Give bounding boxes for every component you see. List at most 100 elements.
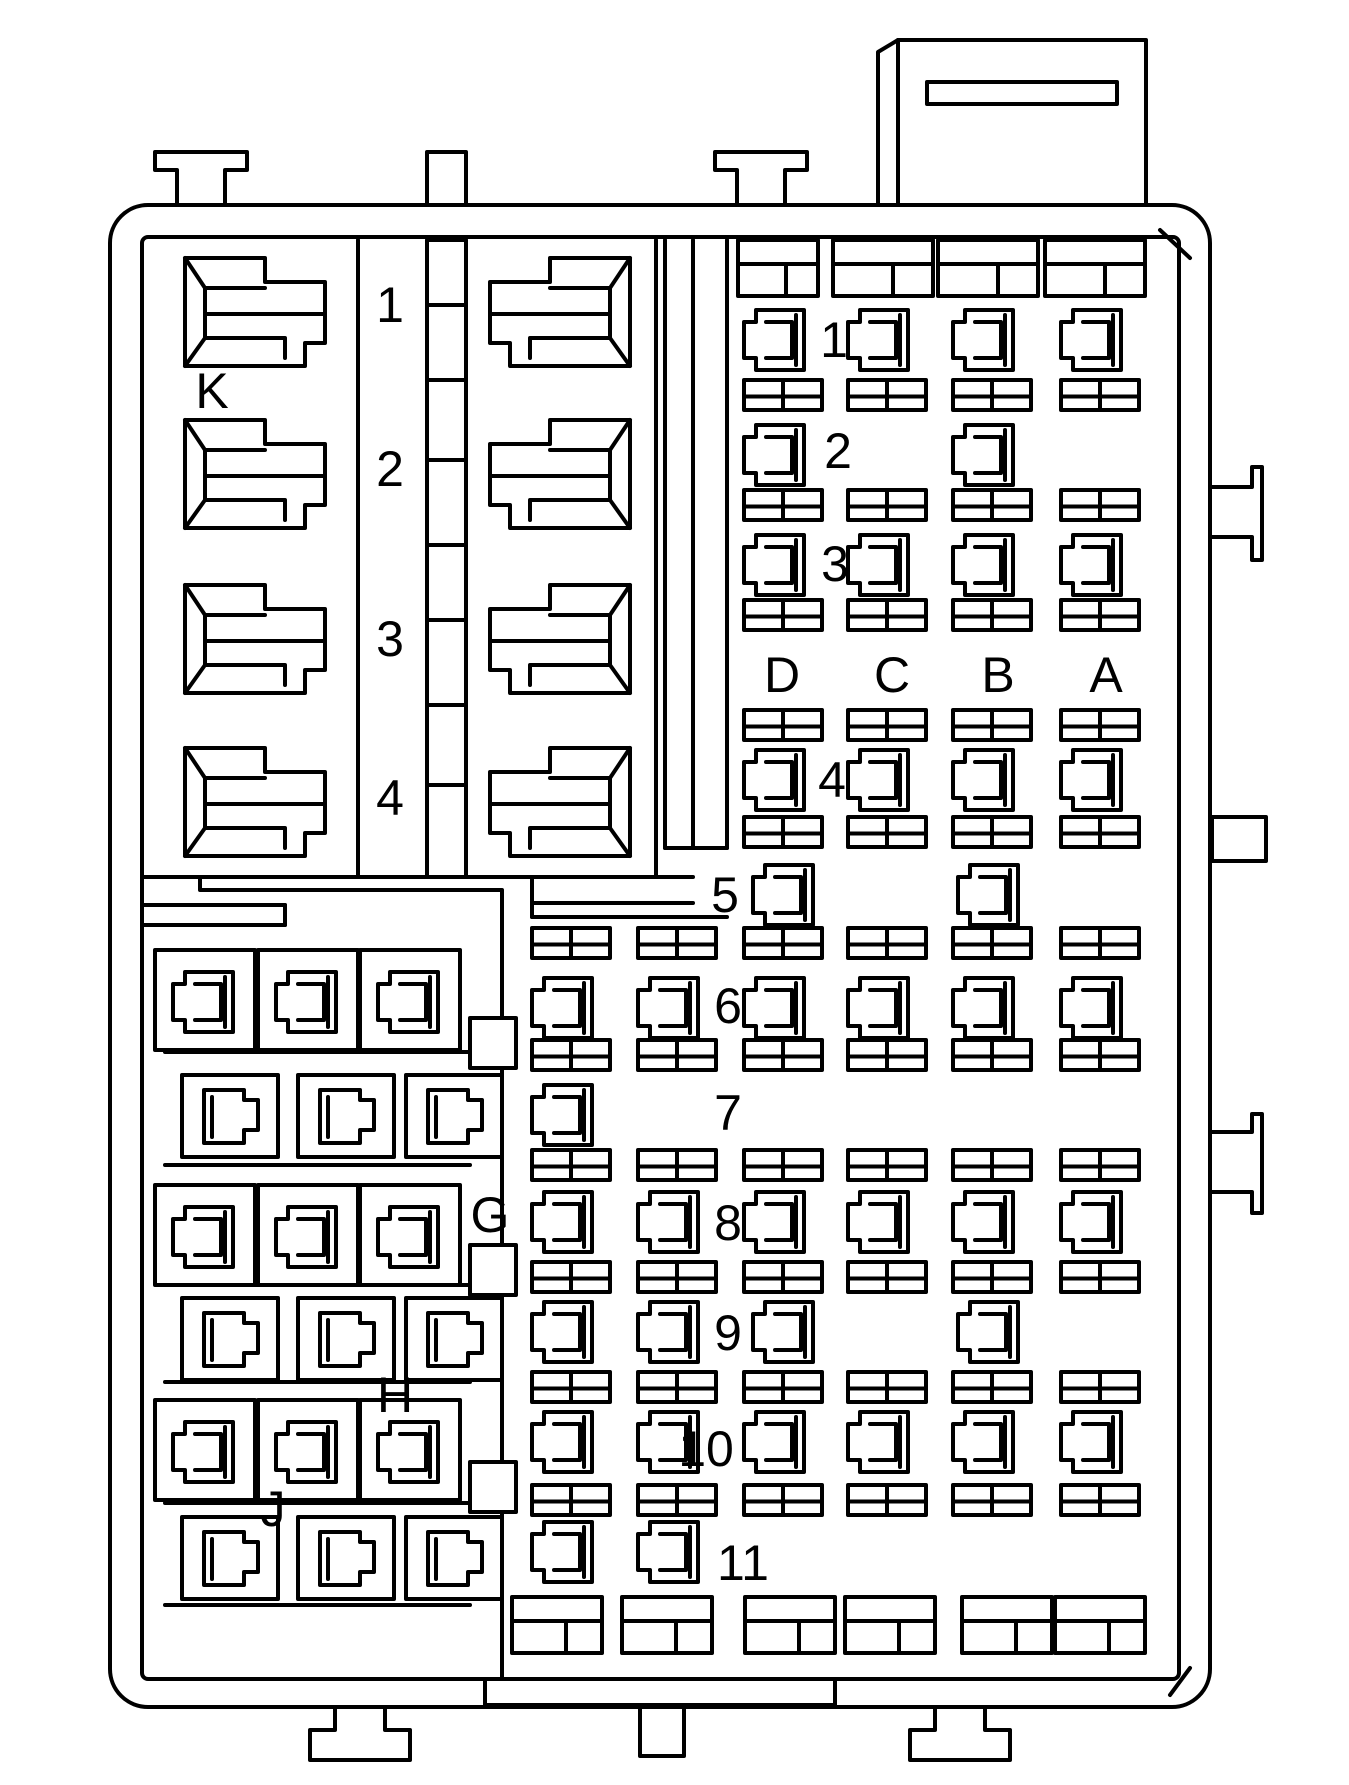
- column-label: D: [764, 647, 800, 703]
- row-label: 5: [711, 867, 739, 923]
- column-labels: D C B A: [764, 647, 1123, 703]
- fuse-pair: [846, 1483, 928, 1517]
- fuse-socket: [846, 533, 910, 597]
- header-block: [960, 1595, 1054, 1655]
- header-block: [1043, 238, 1147, 298]
- fuse-pair: [951, 1370, 1033, 1404]
- fuse-socket: [751, 863, 815, 927]
- relay-cell: [404, 1515, 504, 1601]
- fuse-socket: [742, 1190, 806, 1254]
- k-relay: [183, 256, 327, 368]
- relay-cell: [404, 1296, 504, 1382]
- fuse-socket: [530, 1520, 594, 1584]
- fuse-pair: [1059, 1483, 1141, 1517]
- fuse-pair: [951, 598, 1033, 632]
- fuse-socket: [751, 1300, 815, 1364]
- fuse-pair: [1059, 815, 1141, 849]
- fuse-pair: [951, 378, 1033, 412]
- row-labels: 1 2 3 4 5 6 7 8 9 10 11: [678, 312, 852, 1591]
- header-block: [736, 238, 820, 298]
- fuse-socket: [846, 1410, 910, 1474]
- relay-cell: [296, 1296, 396, 1382]
- fuse-socket: [376, 1205, 440, 1269]
- k-relay: [488, 418, 632, 530]
- row-label: 2: [824, 423, 852, 479]
- fuse-socket: [636, 976, 700, 1040]
- block-label-k: K: [195, 363, 228, 419]
- right-mounting-tabs: [1210, 465, 1268, 1215]
- fuse-pair: [951, 1148, 1033, 1182]
- relay-cell: [180, 1296, 280, 1382]
- fuse-pair: [742, 1038, 824, 1072]
- fuse-pair: [951, 1260, 1033, 1294]
- fuse-socket: [846, 308, 910, 372]
- block-label-g: G: [471, 1187, 510, 1243]
- relay-cell: [180, 1073, 280, 1159]
- top-mounting-tabs: [153, 150, 809, 208]
- fuse-socket: [1059, 748, 1123, 812]
- fuse-pair: [636, 1483, 718, 1517]
- fuse-pair: [846, 926, 928, 960]
- k-row-label: 3: [376, 611, 404, 667]
- relay-cell: [180, 1515, 280, 1601]
- fuse-socket: [530, 1300, 594, 1364]
- fuse-socket: [636, 1410, 700, 1474]
- fuse-pair: [1059, 1038, 1141, 1072]
- fuse-socket: [951, 976, 1015, 1040]
- fuse-socket: [530, 1083, 594, 1147]
- fuse-socket: [742, 1410, 806, 1474]
- fuse-pair: [1059, 1370, 1141, 1404]
- fuse-socket: [1059, 308, 1123, 372]
- fuse-socket: [274, 1205, 338, 1269]
- k-section-frame: [140, 238, 658, 879]
- fuse-pair: [742, 378, 824, 412]
- fuse-socket: [530, 1410, 594, 1474]
- fuse-pair: [1059, 488, 1141, 522]
- fuse-pair: [846, 488, 928, 522]
- fuse-pair: [1059, 1260, 1141, 1294]
- row-label: 3: [821, 536, 849, 592]
- fuse-socket: [376, 1420, 440, 1484]
- fuse-pair: [951, 708, 1033, 742]
- fuse-pair: [636, 1038, 718, 1072]
- fuse-pair: [742, 815, 824, 849]
- fuse-socket: [742, 748, 806, 812]
- connector-square: [468, 1016, 518, 1070]
- fuse-socket: [171, 970, 235, 1034]
- fuse-socket: [1059, 1410, 1123, 1474]
- row-label: 9: [714, 1305, 742, 1361]
- k-row-label: 2: [376, 441, 404, 497]
- k-relay: [183, 583, 327, 695]
- fuse-pair: [951, 1038, 1033, 1072]
- fuse-pair: [530, 1483, 612, 1517]
- fuse-socket: [171, 1420, 235, 1484]
- fuse-pair: [742, 488, 824, 522]
- fuse-socket: [742, 533, 806, 597]
- k-row-labels: 1 2 3 4: [376, 277, 404, 826]
- fuse-socket: [742, 423, 806, 487]
- header-block: [843, 1595, 937, 1655]
- fuse-pair: [846, 378, 928, 412]
- fuse-socket: [951, 1410, 1015, 1474]
- header-block: [620, 1595, 714, 1655]
- k-row-label: 1: [376, 277, 404, 333]
- k-relay: [488, 583, 632, 695]
- fuse-socket: [376, 970, 440, 1034]
- fuse-pair: [636, 926, 718, 960]
- fuse-pair: [742, 1370, 824, 1404]
- column-label: C: [874, 647, 910, 703]
- fuse-pair: [1059, 926, 1141, 960]
- connector-square: [468, 1460, 518, 1514]
- row-label: 11: [717, 1535, 769, 1591]
- fuse-socket: [636, 1300, 700, 1364]
- fuse-pair: [742, 598, 824, 632]
- bottom-slot: [483, 1677, 837, 1707]
- fuse-pair: [742, 1260, 824, 1294]
- row-label: 8: [714, 1195, 742, 1251]
- fuse-pair: [742, 1483, 824, 1517]
- fuse-pair: [846, 815, 928, 849]
- fuse-pair: [846, 1038, 928, 1072]
- header-block: [743, 1595, 837, 1655]
- fuse-pair: [530, 1148, 612, 1182]
- fuse-socket: [951, 748, 1015, 812]
